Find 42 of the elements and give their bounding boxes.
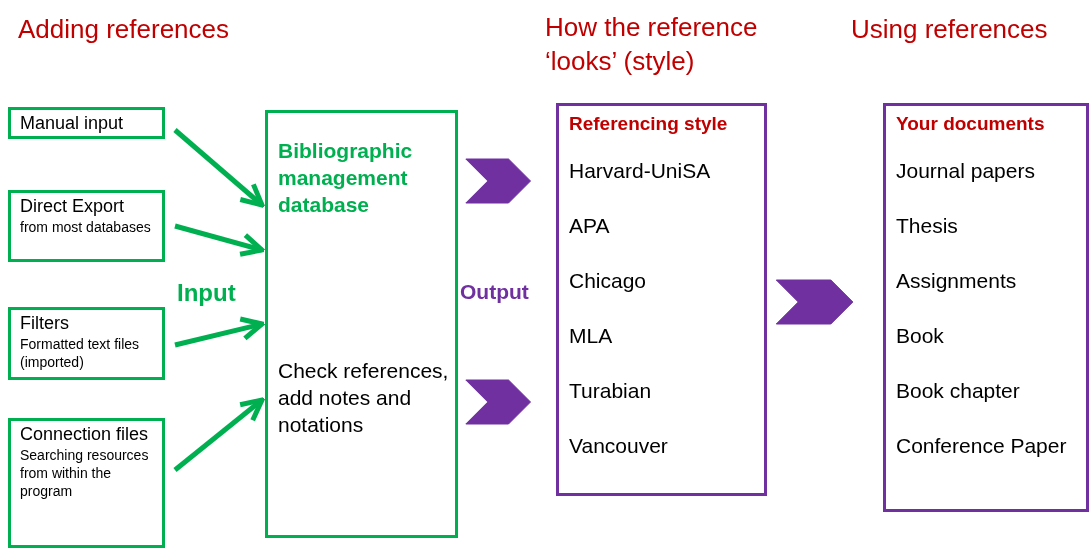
arrow bbox=[173, 128, 265, 208]
list-heading: Your documents bbox=[896, 112, 1046, 136]
list-item: Book chapter bbox=[896, 378, 1021, 404]
list-box bbox=[883, 103, 1089, 512]
list-item: Vancouver bbox=[569, 433, 669, 459]
box-description: from most databases bbox=[20, 218, 152, 236]
flow-label: Input bbox=[177, 278, 236, 308]
list-item: Assignments bbox=[896, 268, 1018, 294]
column-heading: How the reference ‘looks’ (style) bbox=[545, 11, 759, 78]
list-box bbox=[556, 103, 767, 496]
input-box bbox=[8, 307, 165, 380]
list-item: Harvard-UniSA bbox=[569, 158, 712, 184]
input-box bbox=[8, 418, 165, 548]
list-item: Journal papers bbox=[896, 158, 1036, 184]
box-description: Formatted text files (imported) bbox=[20, 335, 141, 371]
arrow bbox=[174, 223, 265, 257]
list-item: Turabian bbox=[569, 378, 653, 404]
box-description: Searching resources from within the program bbox=[20, 446, 150, 500]
box-title: Bibliographic management database bbox=[278, 138, 414, 218]
box-title: Filters bbox=[20, 312, 70, 335]
arrow bbox=[174, 316, 265, 348]
chevron-arrow bbox=[465, 158, 531, 204]
chevron-arrow bbox=[465, 379, 531, 425]
list-item: Conference Paper bbox=[896, 433, 1068, 459]
chevron-arrow bbox=[775, 279, 854, 325]
database-box bbox=[265, 110, 458, 538]
column-heading: Using references bbox=[851, 13, 1049, 46]
list-item: APA bbox=[569, 213, 611, 239]
list-heading: Referencing style bbox=[569, 112, 729, 136]
box-title: Manual input bbox=[20, 112, 125, 135]
list-item: Chicago bbox=[569, 268, 648, 294]
arrow bbox=[173, 397, 265, 472]
flow-label: Output bbox=[460, 279, 529, 305]
box-description: Check references, add notes and notations bbox=[278, 358, 450, 438]
list-item: Book bbox=[896, 323, 945, 349]
input-box bbox=[8, 107, 165, 139]
box-title: Direct Export bbox=[20, 195, 126, 218]
box-title: Connection files bbox=[20, 423, 150, 446]
column-heading: Adding references bbox=[18, 13, 231, 46]
list-item: Thesis bbox=[896, 213, 959, 239]
input-box bbox=[8, 190, 165, 262]
list-item: MLA bbox=[569, 323, 614, 349]
